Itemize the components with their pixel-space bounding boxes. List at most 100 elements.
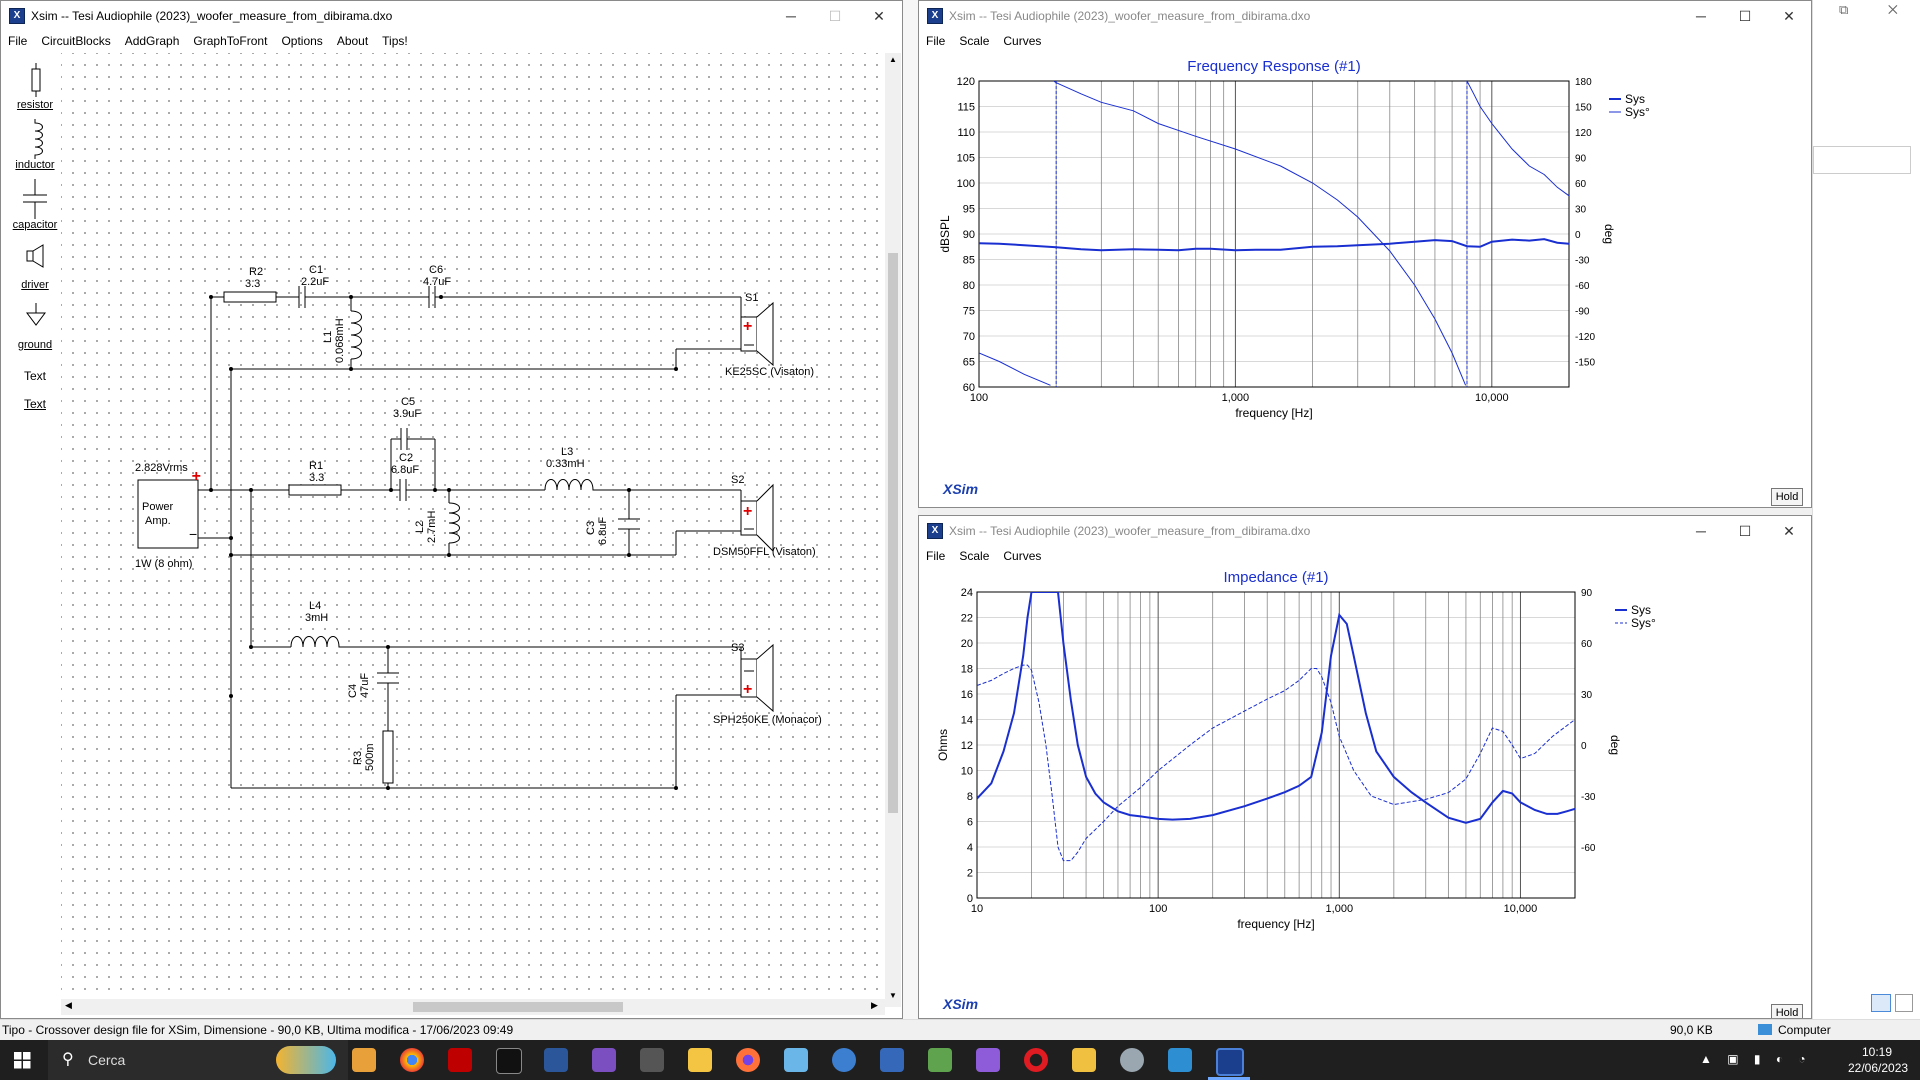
background-search-box[interactable] <box>1813 146 1911 174</box>
capacitor-c1[interactable] <box>298 286 323 308</box>
view-toggle-icon[interactable] <box>1871 994 1891 1012</box>
resistor-r1[interactable] <box>288 484 342 496</box>
tool-inductor[interactable]: inductor <box>15 159 55 171</box>
app-icon-blue[interactable] <box>784 1048 808 1072</box>
davinci-resolve-icon[interactable] <box>640 1048 664 1072</box>
task-view-icon[interactable] <box>352 1048 376 1072</box>
xsim-taskbar-icon[interactable] <box>1216 1048 1244 1076</box>
tool-driver[interactable]: driver <box>21 279 49 291</box>
terminal-icon[interactable] <box>496 1048 522 1074</box>
imp-titlebar[interactable]: X Xsim -- Tesi Audiophile (2023)_woofer_… <box>919 516 1811 546</box>
menu-tips[interactable]: Tips! <box>382 34 408 48</box>
driver-s2[interactable]: + <box>740 483 774 553</box>
resistor-r3[interactable] <box>382 730 394 784</box>
scroll-thumb-vertical[interactable] <box>888 253 898 813</box>
horizontal-scrollbar[interactable]: ◀ ▶ <box>61 999 885 1015</box>
hold-button[interactable]: Hold <box>1771 1004 1803 1018</box>
qbittorrent-icon[interactable] <box>832 1048 856 1072</box>
tool-ground[interactable]: ground <box>17 339 53 351</box>
file-explorer-icon[interactable] <box>1072 1048 1096 1072</box>
capacitor-c4[interactable] <box>377 672 399 684</box>
system-tray-icons[interactable]: ▲ ▣ ▮ ◐ ◔ <box>1700 1052 1812 1066</box>
maximize-button[interactable]: ☐ <box>1738 523 1752 539</box>
inductor-l1[interactable] <box>350 310 362 360</box>
vertical-scrollbar[interactable]: ▲ ▼ <box>885 53 901 1007</box>
main-titlebar[interactable]: X Xsim -- Tesi Audiophile (2023)_woofer_… <box>1 1 902 31</box>
minimize-button[interactable]: ─ <box>1696 8 1706 24</box>
freq-titlebar[interactable]: X Xsim -- Tesi Audiophile (2023)_woofer_… <box>919 1 1811 31</box>
firefox-icon[interactable] <box>736 1048 760 1072</box>
background-window-controls[interactable]: ⧉ ✕ <box>1839 2 1916 17</box>
maximize-button[interactable]: ☐ <box>1738 8 1752 24</box>
menu-about[interactable]: About <box>336 34 369 48</box>
taskbar-search-box[interactable]: ⚲ Cerca <box>48 1040 348 1080</box>
menu-file[interactable]: File <box>8 34 28 48</box>
maximize-button[interactable]: ☐ <box>828 8 842 24</box>
inductor-tool-icon[interactable] <box>27 119 45 159</box>
opera-icon[interactable] <box>1024 1048 1048 1072</box>
l1-value: 0.068mH <box>334 318 346 363</box>
inductor-l3[interactable] <box>544 479 597 491</box>
hold-button[interactable]: Hold <box>1771 488 1803 506</box>
view-toggle-icon-2[interactable] <box>1895 994 1913 1012</box>
menu-curves[interactable]: Curves <box>1003 34 1042 48</box>
minimize-button[interactable]: ─ <box>786 8 796 24</box>
tool-text-1[interactable]: Text <box>23 369 46 383</box>
close-button[interactable]: ✕ <box>1783 523 1795 539</box>
frequency-response-chart[interactable]: 6065707580859095100105110115120-150-120-… <box>919 51 1811 507</box>
tool-capacitor[interactable]: capacitor <box>12 219 58 231</box>
app-icon-green[interactable] <box>928 1048 952 1072</box>
menu-circuitblocks[interactable]: CircuitBlocks <box>41 34 111 48</box>
driver-s3[interactable]: + <box>740 643 774 713</box>
close-button[interactable]: ✕ <box>1783 8 1795 24</box>
capacitor-c2[interactable] <box>399 479 420 501</box>
capacitor-c5[interactable] <box>400 428 421 450</box>
scroll-thumb-horizontal[interactable] <box>413 1002 623 1012</box>
menu-addgraph[interactable]: AddGraph <box>124 34 180 48</box>
tool-text-2[interactable]: Text <box>23 397 46 411</box>
visual-studio-2-icon[interactable] <box>976 1048 1000 1072</box>
scroll-right-arrow[interactable]: ▶ <box>871 1000 878 1010</box>
driver-tool-icon[interactable] <box>25 243 47 269</box>
resistor-tool-icon[interactable] <box>29 63 43 99</box>
app-icon-gear[interactable] <box>1120 1048 1144 1072</box>
menu-file[interactable]: File <box>926 34 946 48</box>
capacitor-c6[interactable] <box>428 286 451 308</box>
menu-scale[interactable]: Scale <box>959 34 990 48</box>
menu-file[interactable]: File <box>926 549 946 563</box>
schematic-canvas[interactable]: + − + + + R2 3.3 C1 2.2uF C6 4.7uF L1 0.… <box>61 53 885 999</box>
resistor-r2[interactable] <box>223 291 277 303</box>
visual-studio-icon[interactable] <box>592 1048 616 1072</box>
app-icon-photo[interactable] <box>1168 1048 1192 1072</box>
capacitor-tool-icon[interactable] <box>21 179 49 219</box>
x-tick-label: 100 <box>1149 903 1167 915</box>
power-amp-block[interactable]: + − <box>137 468 201 549</box>
windows-start-icon[interactable] <box>14 1052 31 1069</box>
tool-resistor[interactable]: resistor <box>16 99 54 111</box>
menu-options[interactable]: Options <box>281 34 323 48</box>
capacitor-c3[interactable] <box>618 518 640 530</box>
app-icon-outlook[interactable] <box>880 1048 904 1072</box>
scroll-down-arrow[interactable]: ▼ <box>889 991 897 1000</box>
chrome-icon[interactable] <box>400 1048 424 1072</box>
ground-tool-icon[interactable] <box>25 303 47 327</box>
menu-scale[interactable]: Scale <box>959 549 990 563</box>
menu-graphtofront[interactable]: GraphToFront <box>193 34 268 48</box>
scroll-up-arrow[interactable]: ▲ <box>889 55 897 64</box>
inductor-l4[interactable] <box>290 636 341 648</box>
word-icon[interactable] <box>544 1048 568 1072</box>
close-button[interactable]: ✕ <box>873 8 885 24</box>
menu-curves[interactable]: Curves <box>1003 549 1042 563</box>
notes-icon[interactable] <box>688 1048 712 1072</box>
clock-time[interactable]: 10:19 <box>1862 1045 1893 1059</box>
background-window-strip <box>903 0 918 1019</box>
driver-s1[interactable]: + <box>740 301 774 367</box>
filezilla-icon[interactable] <box>448 1048 472 1072</box>
inductor-l2[interactable] <box>448 502 460 544</box>
scroll-left-arrow[interactable]: ◀ <box>65 1000 72 1010</box>
clock-date[interactable]: 22/06/2023 <box>1848 1061 1909 1075</box>
minimize-button[interactable]: ─ <box>1696 523 1706 539</box>
